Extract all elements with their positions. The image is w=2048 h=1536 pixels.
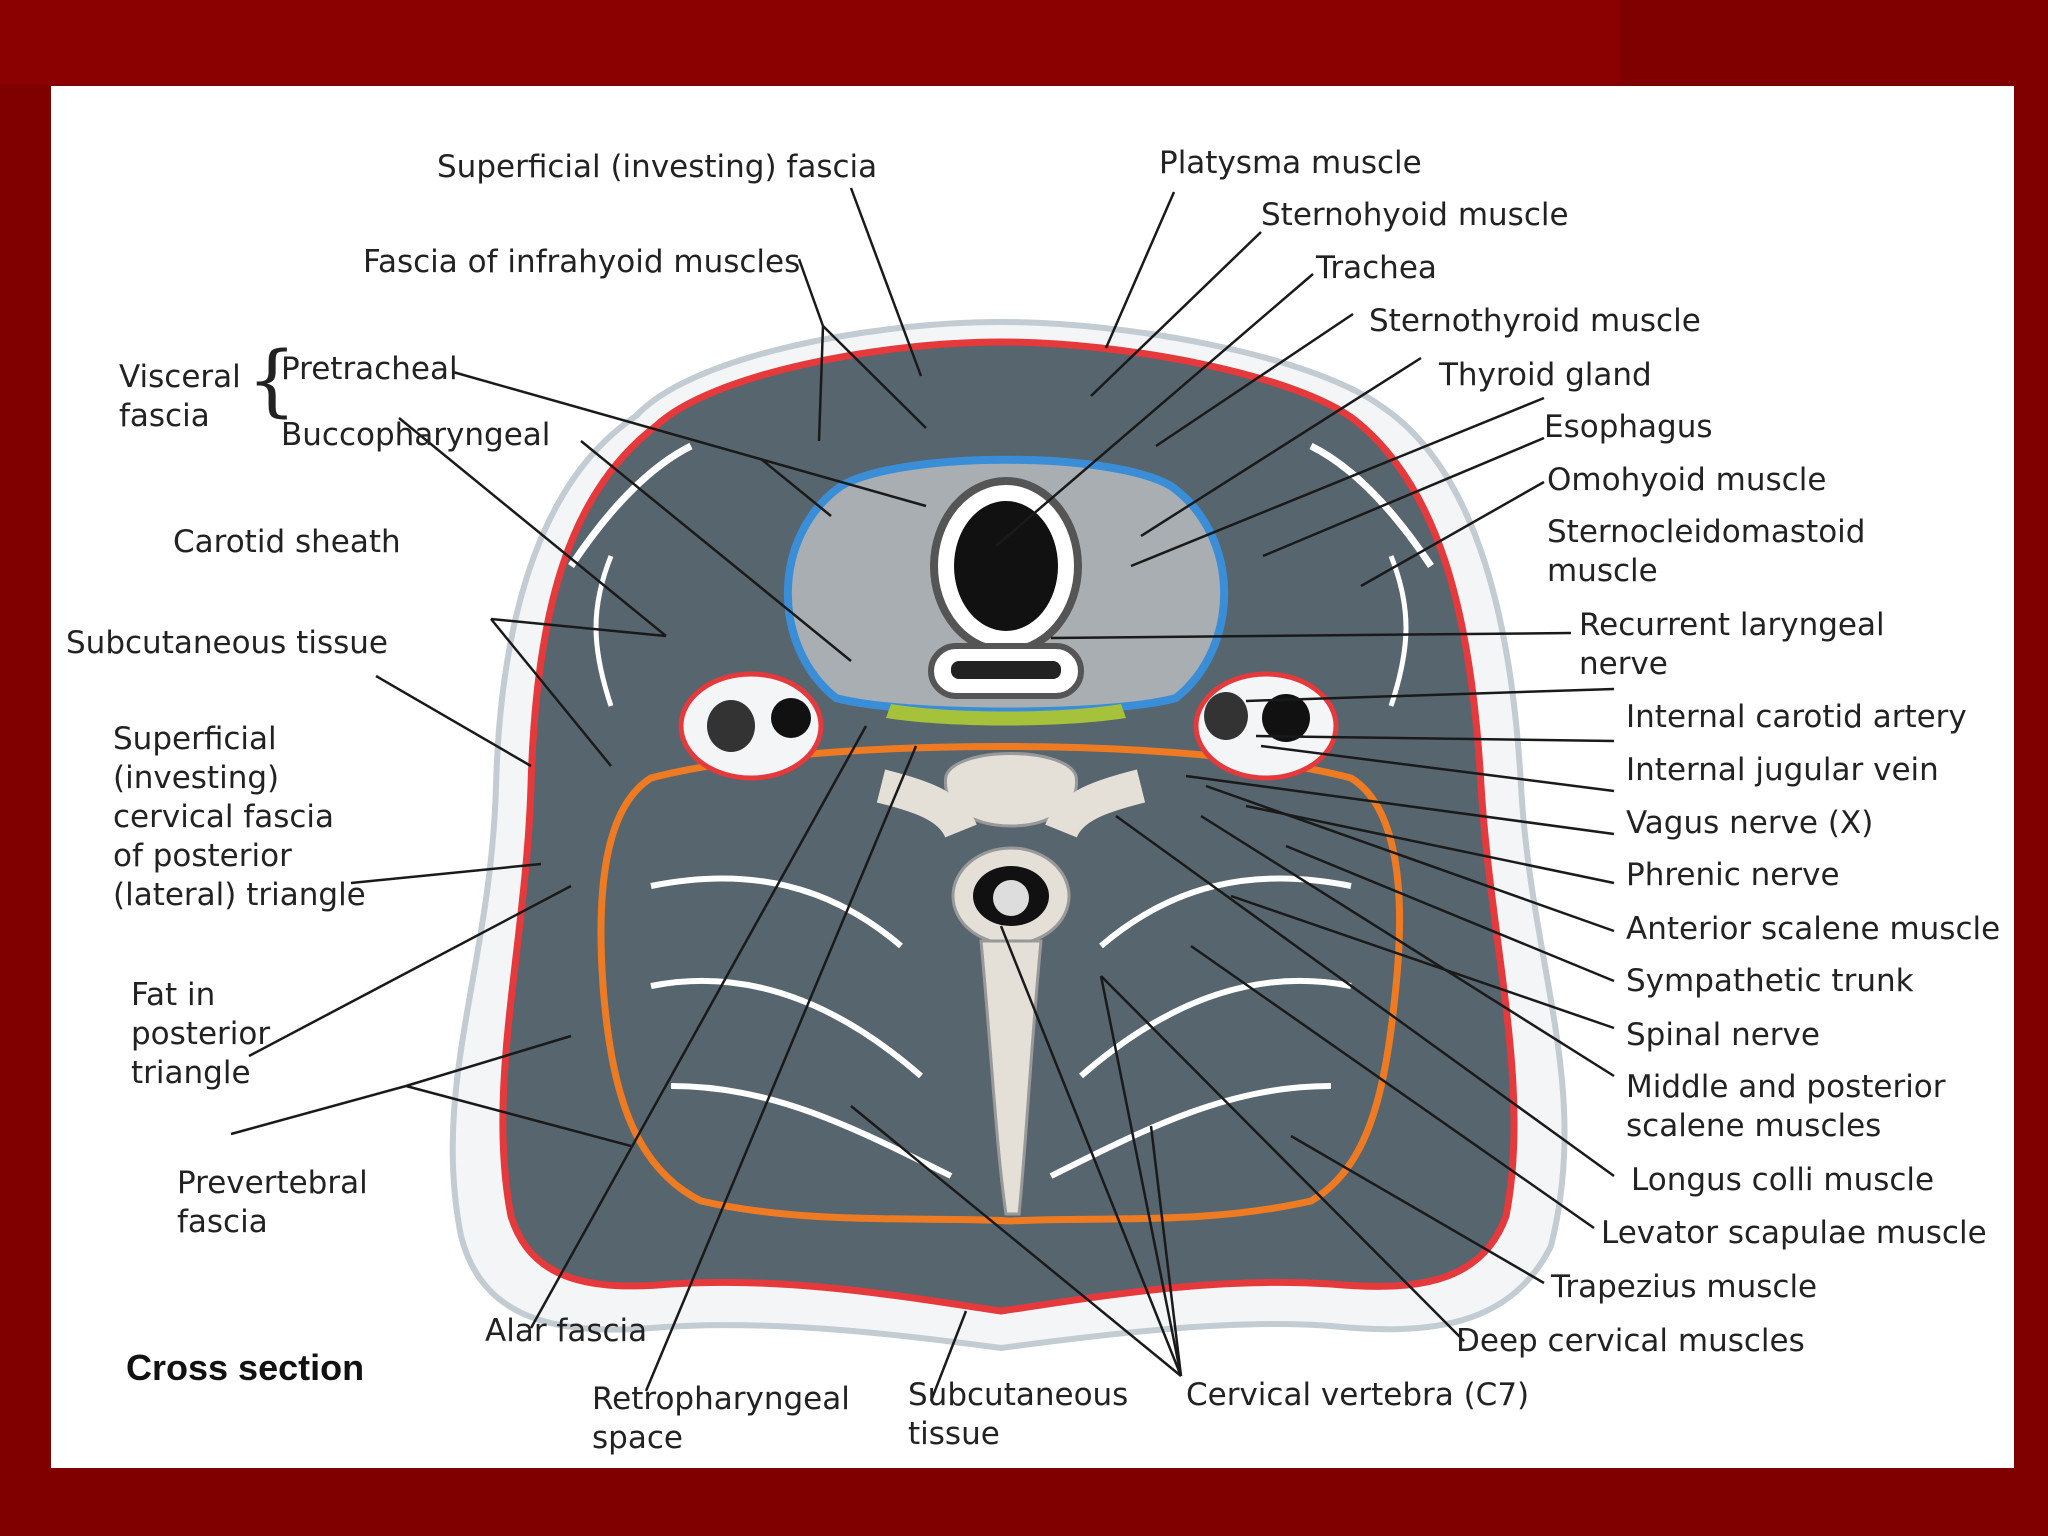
label-subcutaneous-tissue-bottom: Subcutaneous tissue [908,1377,1129,1452]
label-spinal-nerve: Spinal nerve [1626,1017,1820,1053]
label-sympathetic-trunk: Sympathetic trunk [1626,963,1914,999]
label-internal-jugular-vein: Internal jugular vein [1626,752,1939,788]
label-sternothyroid-muscle: Sternothyroid muscle [1369,303,1701,339]
label-omohyoid-muscle: Omohyoid muscle [1547,462,1827,498]
transverse-processes [876,769,1146,839]
top-band [0,0,1620,84]
label-phrenic-nerve: Phrenic nerve [1626,857,1840,893]
label-sternocleidomastoid-muscle: Sternocleidomastoid muscle [1547,514,1866,589]
label-pretracheal: Pretracheal [281,351,458,387]
label-superficial-investing-fascia: Superficial (investing) fascia [437,149,878,185]
label-thyroid-gland: Thyroid gland [1439,357,1652,393]
label-levator-scapulae-muscle: Levator scapulae muscle [1601,1215,1987,1251]
label-cross-section: Cross section [126,1347,365,1388]
label-carotid-sheath: Carotid sheath [173,524,401,560]
label-anterior-scalene-muscle: Anterior scalene muscle [1626,911,2001,947]
label-internal-carotid-artery: Internal carotid artery [1626,699,1967,735]
label-superficial-cervical-fascia-posterior: Superficial (investing) cervical fascia … [113,721,366,913]
label-trachea: Trachea [1316,250,1437,286]
label-platysma-muscle: Platysma muscle [1159,145,1422,181]
label-prevertebral-fascia: Prevertebral fascia [177,1165,368,1240]
visceral-fascia-brace: { [247,336,297,426]
label-subcutaneous-tissue-left: Subcutaneous tissue [66,625,388,661]
label-recurrent-laryngeal-nerve: Recurrent laryngeal nerve [1579,607,1885,682]
label-deep-cervical-muscles: Deep cervical muscles [1456,1323,1805,1359]
label-fascia-infrahyoid: Fascia of infrahyoid muscles [363,244,801,280]
label-longus-colli-muscle: Longus colli muscle [1631,1162,1935,1198]
spinous-process [979,939,1043,1216]
leader-lines [230,187,1615,1402]
neck-cross-section-illustration [230,187,1615,1402]
label-cervical-vertebra: Cervical vertebra (C7) [1186,1377,1530,1413]
label-trapezius-muscle: Trapezius muscle [1551,1269,1818,1305]
label-sternohyoid-muscle: Sternohyoid muscle [1261,197,1569,233]
label-esophagus: Esophagus [1544,409,1713,445]
label-middle-posterior-scalene: Middle and posterior scalene muscles [1626,1069,1946,1144]
diagram-panel: Superficial (investing) fascia Platysma … [51,86,2014,1468]
label-retropharyngeal-space: Retropharyngeal space [592,1381,850,1456]
label-buccopharyngeal: Buccopharyngeal [281,417,551,453]
label-alar-fascia: Alar fascia [485,1313,648,1349]
label-visceral-fascia: Visceral fascia [119,359,241,434]
retropharyngeal-space [886,704,1126,726]
label-vagus-nerve: Vagus nerve (X) [1626,805,1874,841]
label-fat-posterior-triangle: Fat in posterior triangle [131,977,271,1091]
